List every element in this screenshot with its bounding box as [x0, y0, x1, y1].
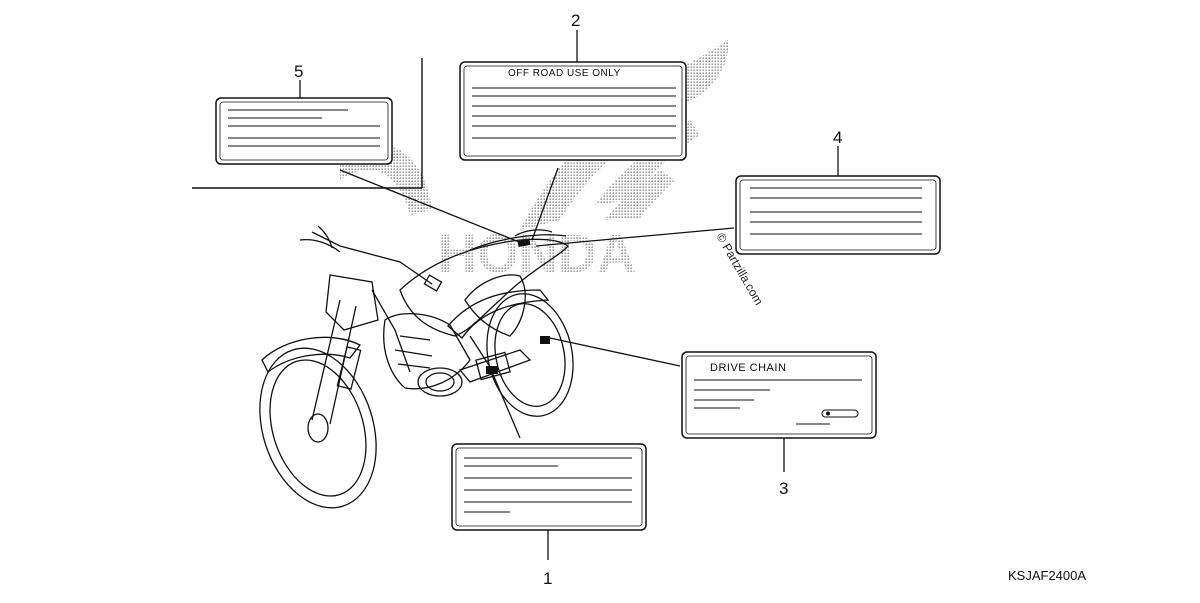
- label-3: DRIVE CHAIN: [681, 351, 877, 439]
- label-2-title: OFF ROAD USE ONLY: [508, 68, 621, 79]
- chain-slack-icon: [821, 409, 859, 418]
- honda-watermark-text: HONDA: [438, 224, 636, 284]
- diagram-code: KSJAF2400A: [1008, 568, 1086, 583]
- label-1: [451, 443, 647, 531]
- label-3-title: DRIVE CHAIN: [710, 362, 786, 374]
- callout-number-1: 1: [543, 569, 552, 588]
- label-5: [215, 97, 393, 165]
- motorcycle-illustration: [259, 225, 574, 509]
- label-2: OFF ROAD USE ONLY: [459, 61, 687, 161]
- callout-number-3: 3: [779, 479, 788, 498]
- leader-lines: [299, 30, 839, 560]
- callout-numbers: 1 2 3 4 5: [294, 11, 842, 588]
- callout-number-2: 2: [571, 11, 580, 30]
- decal-markers: [486, 239, 550, 374]
- label-4: [735, 175, 941, 255]
- callout-number-5: 5: [294, 62, 303, 81]
- callout-number-4: 4: [833, 128, 842, 147]
